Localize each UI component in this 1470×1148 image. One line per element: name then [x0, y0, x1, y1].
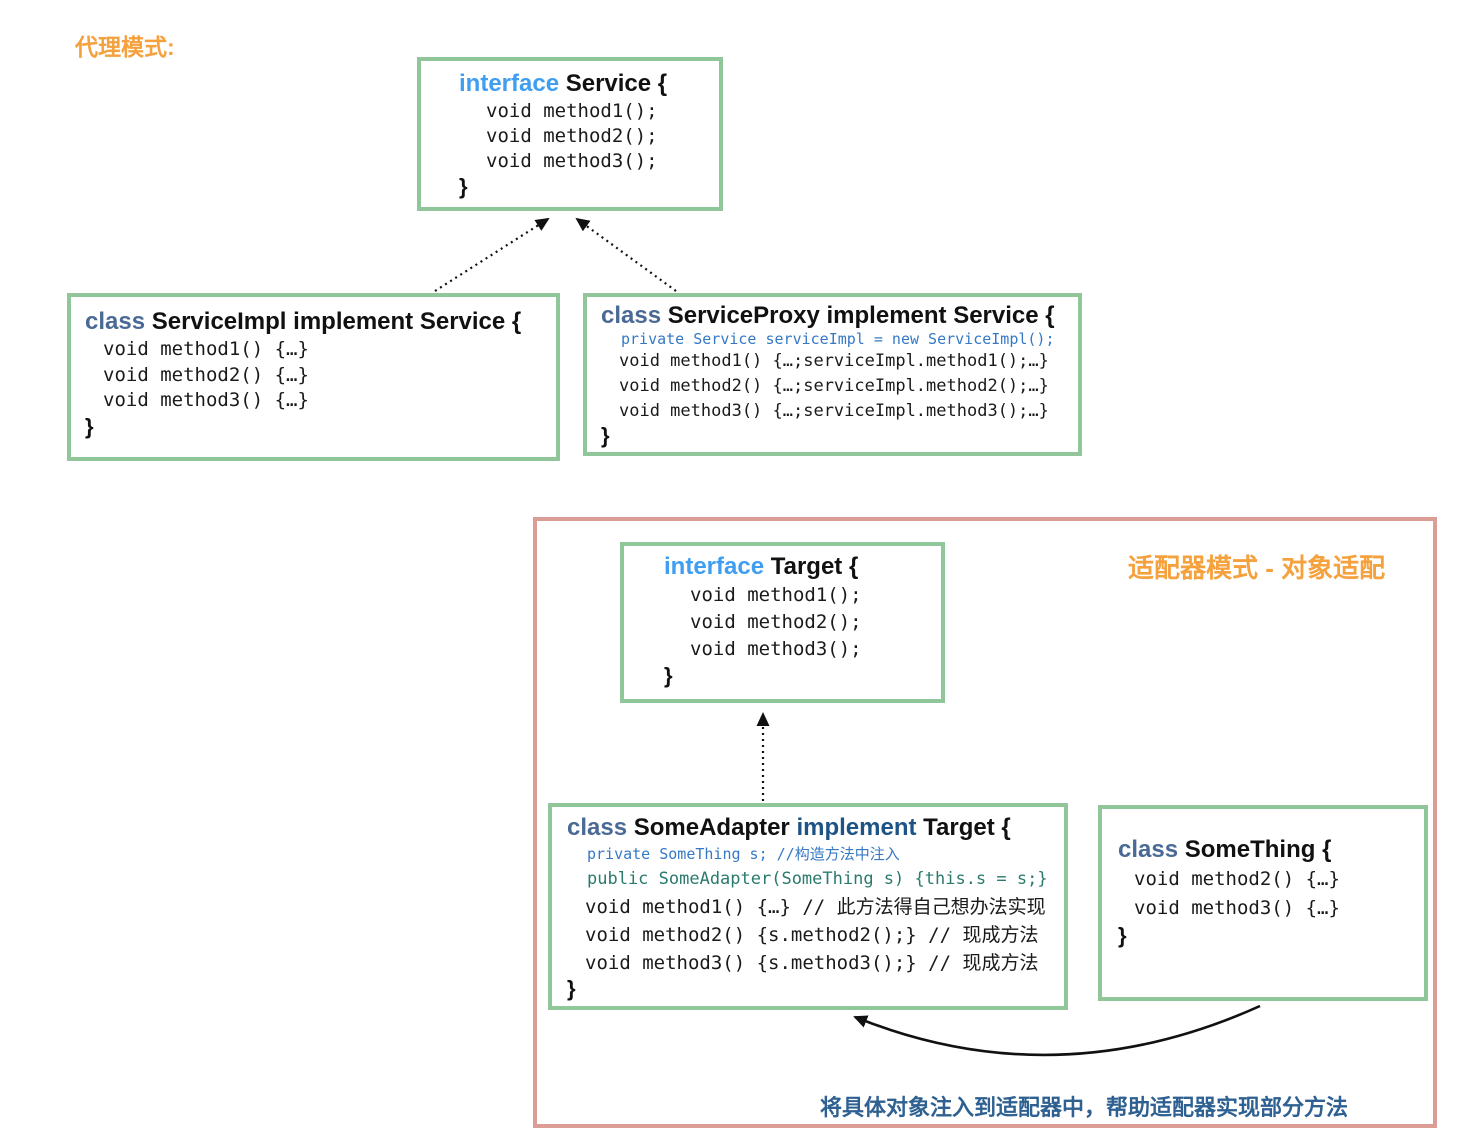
some-thing-box: class SomeThing { void method2() {…} voi… — [1098, 805, 1428, 1001]
code-line: void method3() {s.method3();} // 现成方法 — [585, 952, 1039, 974]
code-line: void method2() {…} — [1134, 868, 1340, 890]
class-keyword: class — [601, 302, 662, 329]
code-line: void method3() {…} — [1134, 897, 1340, 919]
constructor-line: public SomeAdapter(SomeThing s) {this.s … — [587, 869, 1048, 889]
some-adapter-target-name: Target { — [923, 814, 1011, 841]
class-keyword: class — [567, 814, 628, 841]
some-thing-name: SomeThing { — [1184, 836, 1332, 863]
class-keyword: class — [1118, 836, 1179, 863]
service-impl-title: class ServiceImpl implement Service { — [85, 307, 556, 337]
service-proxy-box: class ServiceProxy implement Service { p… — [583, 293, 1082, 456]
code-line: void method2(); — [486, 125, 658, 147]
code-line: void method2() {s.method2();} // 现成方法 — [585, 924, 1039, 946]
code-line: void method2(); — [690, 611, 862, 633]
proxy-pattern-heading: 代理模式: — [75, 34, 175, 60]
interface-keyword: interface — [664, 553, 765, 580]
adapter-injection-caption: 将具体对象注入到适配器中，帮助适配器实现部分方法 — [820, 1095, 1349, 1120]
service-proxy-name: ServiceProxy implement Service { — [667, 302, 1055, 329]
code-line: void method1() {…;serviceImpl.method1();… — [619, 351, 1049, 371]
closing-brace: } — [567, 976, 576, 1001]
service-interface-box: interface Service { void method1(); void… — [417, 57, 723, 211]
code-line: void method3() {…} — [103, 389, 309, 411]
code-line: void method3() {…;serviceImpl.method3();… — [619, 401, 1049, 421]
closing-brace: } — [601, 423, 610, 448]
some-adapter-name: SomeAdapter — [633, 814, 790, 841]
code-line: void method3(); — [690, 638, 862, 660]
code-line: void method1(); — [486, 100, 658, 122]
code-line: void method3(); — [486, 150, 658, 172]
class-keyword: class — [85, 308, 146, 335]
code-line: void method1() {…} — [103, 338, 309, 360]
code-line: void method2() {…} — [103, 363, 309, 386]
some-thing-title: class SomeThing { — [1118, 835, 1424, 865]
closing-brace: } — [85, 413, 94, 439]
closing-brace: } — [459, 174, 468, 199]
closing-brace: } — [664, 663, 673, 688]
service-interface-name: Service { — [565, 70, 668, 97]
implement-keyword: implement — [796, 814, 917, 841]
service-impl-box: class ServiceImpl implement Service { vo… — [67, 293, 560, 461]
target-interface-title: interface Target { — [664, 552, 941, 582]
field-declaration-line: private Service serviceImpl = new Servic… — [621, 330, 1055, 348]
service-impl-name: ServiceImpl implement Service { — [151, 308, 522, 335]
service-proxy-realization-arrow — [575, 217, 677, 292]
adapter-pattern-heading: 适配器模式 - 对象适配 — [1128, 553, 1386, 583]
interface-keyword: interface — [459, 70, 560, 97]
code-line: void method1(); — [690, 584, 862, 606]
adapter-pattern-panel — [533, 517, 1437, 1128]
code-line: void method2() {…;serviceImpl.method2();… — [619, 376, 1049, 396]
target-interface-name: Target { — [770, 553, 859, 580]
target-interface-box: interface Target { void method1(); void … — [620, 542, 945, 703]
field-declaration-line: private SomeThing s; //构造方法中注入 — [587, 845, 900, 863]
some-adapter-box: class SomeAdapter implement Target { pri… — [548, 803, 1068, 1010]
code-line: void method1() {…} // 此方法得自己想办法实现 — [585, 896, 1046, 918]
service-impl-realization-arrow — [434, 217, 550, 292]
service-interface-title: interface Service { — [459, 69, 719, 99]
some-adapter-title: class SomeAdapter implement Target { — [567, 813, 1064, 842]
service-proxy-title: class ServiceProxy implement Service { — [601, 302, 1078, 329]
closing-brace: } — [1118, 923, 1127, 948]
